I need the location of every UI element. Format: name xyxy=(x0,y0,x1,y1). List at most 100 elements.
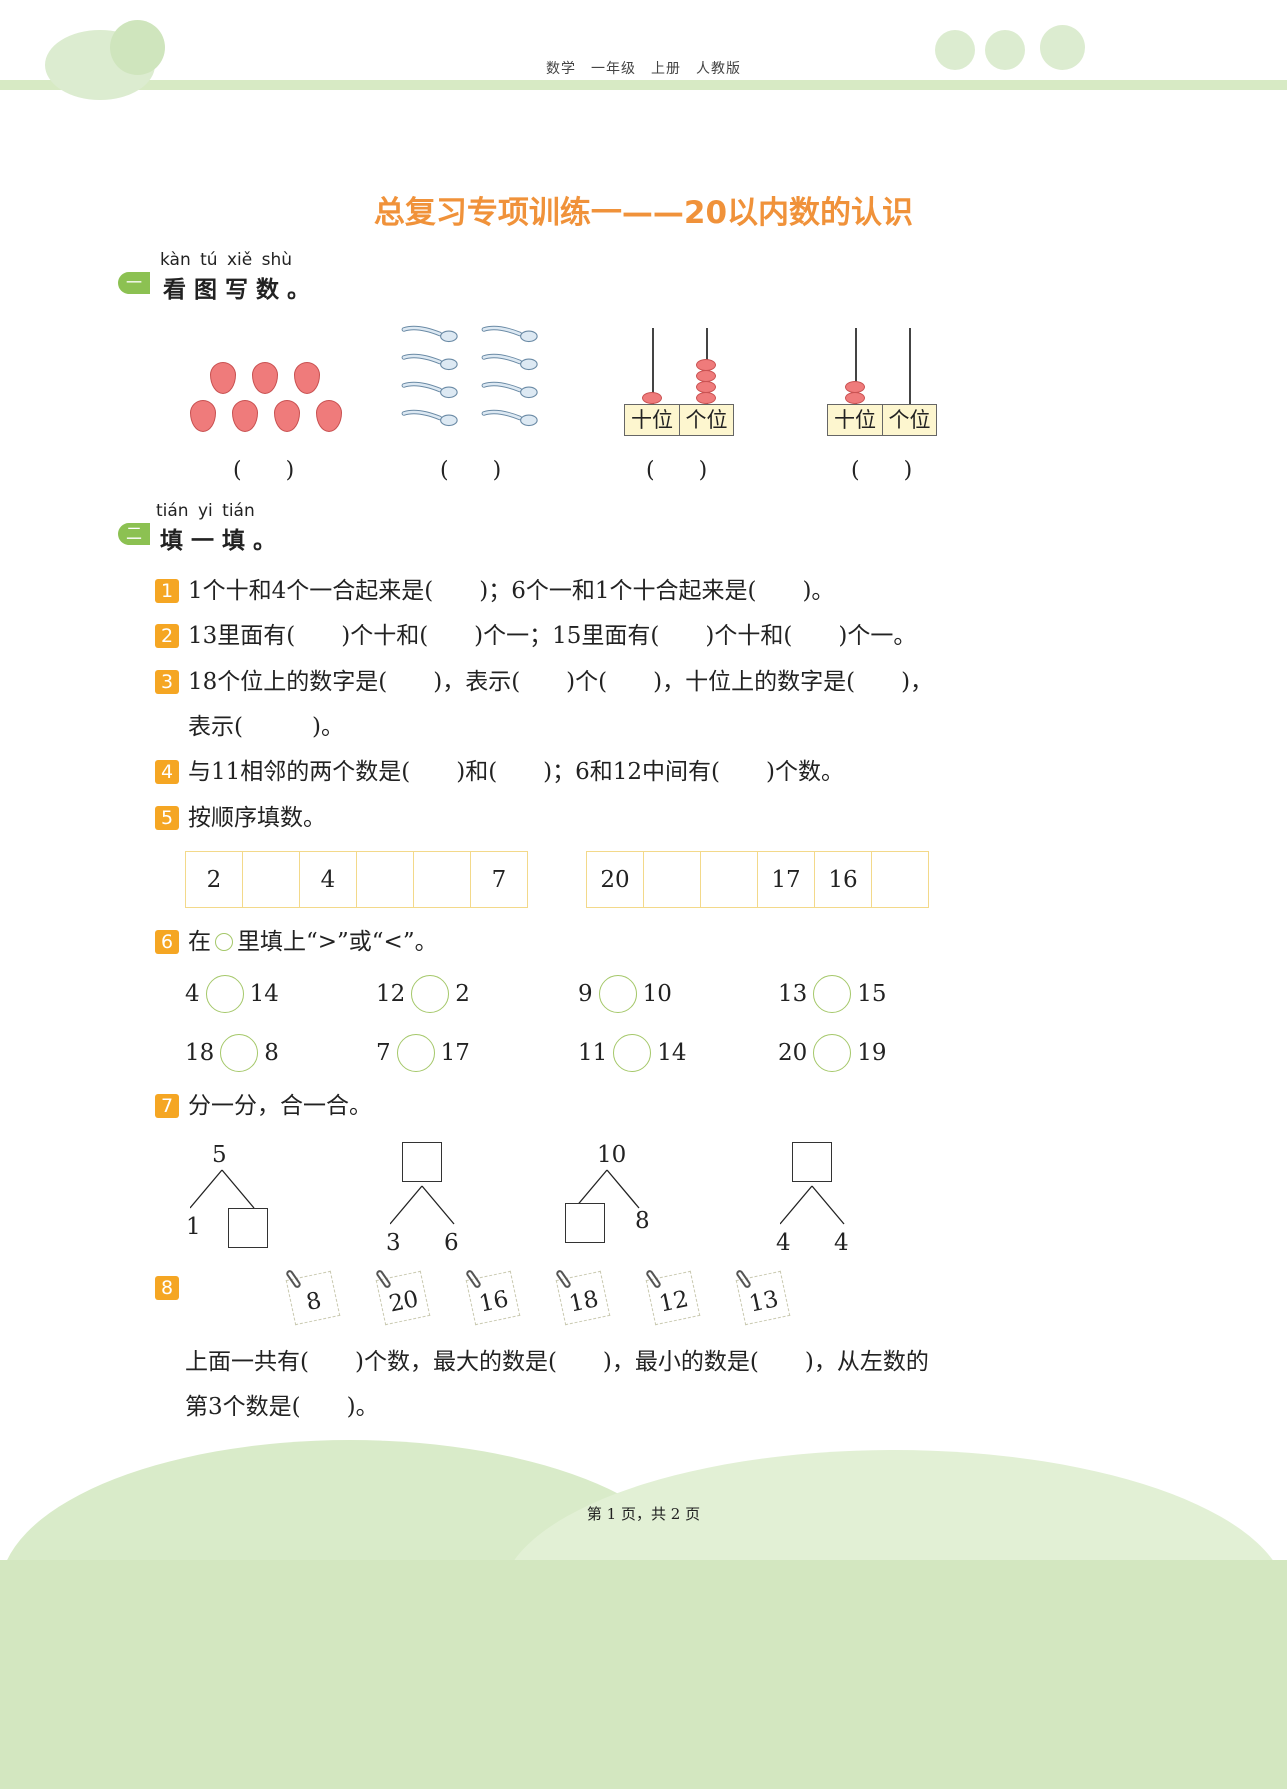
compare-right: 19 xyxy=(857,1040,887,1066)
abacus-1: 十位个位 xyxy=(624,328,736,436)
strawberry-icon xyxy=(294,362,320,394)
compare-circle[interactable] xyxy=(220,1034,259,1072)
answer-box[interactable] xyxy=(402,1142,442,1182)
compare-circle[interactable] xyxy=(205,975,244,1013)
compare-circle[interactable] xyxy=(411,975,450,1013)
q6-text-a: 在 xyxy=(188,929,211,955)
compare-circle[interactable] xyxy=(396,1034,435,1072)
tree-branches xyxy=(390,1185,455,1225)
question-2-text: 13里面有( )个十和( )个一；15里面有( )个十和( )个一。 xyxy=(188,623,917,649)
abacus-2: 十位个位 xyxy=(827,328,939,436)
compare-circle[interactable] xyxy=(813,975,852,1013)
place-value-label: 十位个位 xyxy=(827,404,937,436)
strawberry-icon xyxy=(210,362,236,394)
tree-left-number: 3 xyxy=(386,1230,401,1256)
compare-right: 14 xyxy=(657,1040,687,1066)
compare-right: 10 xyxy=(642,981,672,1007)
spoon-icon xyxy=(481,325,538,343)
question-number: 8 xyxy=(155,1276,179,1300)
animal-decoration xyxy=(985,30,1025,70)
compare-circle[interactable] xyxy=(598,975,637,1013)
question-number: 3 xyxy=(155,670,179,694)
ones-label: 个位 xyxy=(679,405,733,435)
tree-top-number: 10 xyxy=(597,1142,627,1168)
tree-left-number: 1 xyxy=(186,1214,201,1240)
compare-left: 11 xyxy=(578,1040,608,1066)
sequence-cell[interactable] xyxy=(643,851,701,908)
tens-label: 十位 xyxy=(631,408,673,432)
answer-blank[interactable]: ( ) xyxy=(233,458,295,483)
question-8-text-line2: 第3个数是( )。 xyxy=(185,1394,379,1420)
compare-right: 17 xyxy=(440,1040,470,1066)
compare-circle[interactable] xyxy=(613,1034,652,1072)
answer-blank[interactable]: ( ) xyxy=(440,458,502,483)
sequence-cell[interactable]: 4 xyxy=(299,851,357,908)
strawberry-icon xyxy=(232,400,258,432)
spoon-icon xyxy=(481,353,538,371)
sequence-cell[interactable]: 20 xyxy=(586,851,644,908)
spoons-picture xyxy=(393,325,553,435)
compare-left: 4 xyxy=(185,981,200,1007)
compare-right: 8 xyxy=(264,1040,279,1066)
compare-item: 11 14 xyxy=(578,1034,687,1072)
question-8-text: 上面一共有( )个数，最大的数是( )，最小的数是( )，从左数的 xyxy=(185,1349,929,1375)
sequence-cell[interactable] xyxy=(413,851,471,908)
answer-box[interactable] xyxy=(228,1208,268,1248)
compare-item: 9 10 xyxy=(578,975,672,1013)
tree-branches xyxy=(780,1185,845,1225)
answer-box[interactable] xyxy=(565,1203,605,1243)
answer-box[interactable] xyxy=(792,1142,832,1182)
spoon-icon xyxy=(401,381,458,399)
sequence-cell[interactable]: 7 xyxy=(470,851,528,908)
spoon-icon xyxy=(401,353,458,371)
compare-item: 4 14 xyxy=(185,975,279,1013)
question-6-text: 在里填上“>”或“<”。 xyxy=(188,928,438,956)
strawberry-icon xyxy=(316,400,342,432)
sequence-cell[interactable] xyxy=(242,851,300,908)
question-3-text: 18个位上的数字是( )，表示( )个( )，十位上的数字是( )， xyxy=(188,669,934,695)
compare-left: 20 xyxy=(778,1040,808,1066)
sequence-cell[interactable] xyxy=(700,851,758,908)
strawberry-icon xyxy=(274,400,300,432)
compare-circle[interactable] xyxy=(813,1034,852,1072)
strawberry-icon xyxy=(252,362,278,394)
page-footer: 第 1 页，共 2 页 xyxy=(586,1505,701,1523)
sequence-cell[interactable]: 16 xyxy=(814,851,872,908)
q6-text-b: 里填上“>”或“<”。 xyxy=(237,929,438,955)
compare-right: 15 xyxy=(857,981,887,1007)
compare-left: 12 xyxy=(376,981,406,1007)
compare-left: 13 xyxy=(778,981,808,1007)
tens-label: 十位 xyxy=(834,408,876,432)
question-number: 1 xyxy=(155,579,179,603)
number-card: 8 xyxy=(284,1268,341,1326)
animal-decoration xyxy=(1040,25,1085,70)
compare-left: 7 xyxy=(376,1040,391,1066)
compare-left: 9 xyxy=(578,981,593,1007)
sequence-cell[interactable]: 2 xyxy=(185,851,243,908)
compare-item: 13 15 xyxy=(778,975,887,1013)
spoon-icon xyxy=(481,409,538,427)
section2-badge: 二 xyxy=(118,523,150,545)
sequence-cell[interactable] xyxy=(356,851,414,908)
question-1-text: 1个十和4个一合起来是( )；6个一和1个十合起来是( )。 xyxy=(188,578,835,604)
answer-blank[interactable]: ( ) xyxy=(646,458,708,483)
question-4-text: 与11相邻的两个数是( )和( )；6和12中间有( )个数。 xyxy=(188,759,845,785)
number-card: 12 xyxy=(644,1268,701,1326)
page-title: 总复习专项训练一——20以内数的认识 xyxy=(373,195,914,231)
number-card: 20 xyxy=(374,1268,431,1326)
tree-top-number: 5 xyxy=(212,1142,227,1168)
header-band xyxy=(0,80,1287,90)
question-number: 2 xyxy=(155,624,179,648)
spoon-icon xyxy=(401,409,458,427)
answer-blank[interactable]: ( ) xyxy=(851,458,913,483)
circle-icon xyxy=(215,933,233,951)
compare-right: 14 xyxy=(249,981,279,1007)
sequence-cell[interactable]: 17 xyxy=(757,851,815,908)
tree-right-number: 6 xyxy=(444,1230,459,1256)
sequence-cell[interactable] xyxy=(871,851,929,908)
number-card: 18 xyxy=(554,1268,611,1326)
